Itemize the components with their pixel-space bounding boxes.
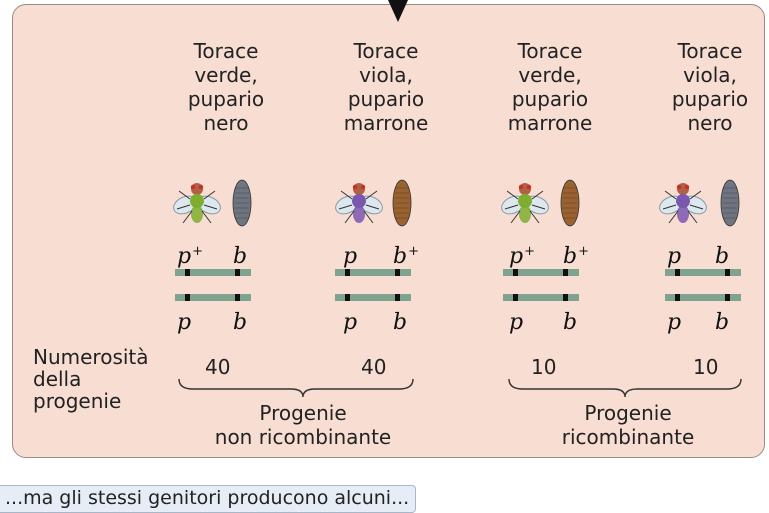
allele-b-top: b: [233, 241, 248, 268]
allele-b-bottom: b: [233, 312, 247, 334]
allele-b-top: b+: [393, 241, 419, 268]
phenotype-column-3: Torace verde, pupario marrone: [485, 39, 615, 135]
pupa-icon: [231, 178, 253, 228]
gene-locus-mark: [185, 294, 190, 301]
allele-p-bottom: p: [509, 312, 523, 334]
gene-locus-mark: [563, 269, 568, 276]
pupa-icon: [719, 178, 741, 228]
allele-superscript: +: [578, 244, 589, 259]
phenotype-column-2: Torace viola, pupario marrone: [321, 39, 451, 135]
progeny-count: 10: [693, 355, 718, 379]
allele-p-bottom: p: [177, 312, 191, 334]
phenotype-label: Torace verde, pupario nero: [161, 39, 291, 135]
phenotype-column-1: Torace verde, pupario nero: [161, 39, 291, 135]
gene-locus-mark: [725, 269, 730, 276]
allele-p-bottom: p: [343, 312, 357, 334]
down-arrow-icon: [0, 0, 769, 30]
phenotype-label: Torace viola, pupario marrone: [321, 39, 451, 135]
allele-superscript: +: [192, 244, 203, 259]
allele-symbol: p: [177, 244, 191, 269]
gene-locus-mark: [675, 294, 680, 301]
allele-symbol: p: [343, 244, 357, 269]
pupa-icon: [559, 178, 581, 228]
chromosome-bottom: [175, 294, 251, 301]
allele-symbol: b: [233, 244, 247, 269]
pupa-icon: [391, 178, 413, 228]
fruit-fly-icon: [497, 175, 553, 231]
gene-locus-mark: [345, 269, 350, 276]
gene-locus-mark: [395, 294, 400, 301]
allele-superscript: +: [408, 244, 419, 259]
gene-locus-mark: [345, 294, 350, 301]
allele-p-top: p+: [177, 241, 203, 268]
allele-p-top: p: [667, 241, 682, 268]
phenotype-label: Torace verde, pupario marrone: [485, 39, 615, 135]
allele-symbol: p: [667, 244, 681, 269]
allele-symbol: b: [715, 244, 729, 269]
gene-locus-mark: [563, 294, 568, 301]
allele-symbol: b: [393, 244, 407, 269]
allele-b-bottom: b: [715, 312, 729, 334]
allele-symbol: p: [509, 244, 523, 269]
allele-p-top: p+: [509, 241, 535, 268]
gene-locus-mark: [513, 269, 518, 276]
gene-locus-mark: [395, 269, 400, 276]
phenotype-column-4: Torace viola, pupario nero: [645, 39, 769, 135]
allele-b-bottom: b: [563, 312, 577, 334]
progeny-count: 40: [361, 355, 386, 379]
chromosome-bottom: [503, 294, 579, 301]
gene-locus-mark: [513, 294, 518, 301]
brace-recombinant: [509, 379, 741, 397]
chromosome-top: [335, 269, 411, 276]
progeny-count: 40: [205, 355, 230, 379]
allele-p-top: p: [343, 241, 358, 268]
allele-superscript: +: [524, 244, 535, 259]
chromosome-bottom: [665, 294, 741, 301]
allele-p-bottom: p: [667, 312, 681, 334]
brace-non-recombinant: [179, 379, 413, 397]
chromosome-top: [175, 269, 251, 276]
chromosome-top: [503, 269, 579, 276]
fruit-fly-icon: [655, 175, 711, 231]
gene-locus-mark: [675, 269, 680, 276]
gene-locus-mark: [235, 269, 240, 276]
caption-box: ...ma gli stessi genitori producono alcu…: [0, 485, 416, 513]
gene-locus-mark: [235, 294, 240, 301]
row-label: Numerosità della progenie: [33, 346, 149, 412]
chromosome-bottom: [335, 294, 411, 301]
group-label-recombinant: Progenie ricombinante: [513, 401, 743, 449]
progeny-count: 10: [531, 355, 556, 379]
allele-symbol: b: [563, 244, 577, 269]
fruit-fly-icon: [331, 175, 387, 231]
phenotype-label: Torace viola, pupario nero: [645, 39, 769, 135]
allele-b-top: b+: [563, 241, 589, 268]
gene-locus-mark: [725, 294, 730, 301]
gene-locus-mark: [185, 269, 190, 276]
allele-b-top: b: [715, 241, 730, 268]
fruit-fly-icon: [169, 175, 225, 231]
allele-b-bottom: b: [393, 312, 407, 334]
group-label-non-recombinant: Progenie non ricombinante: [183, 401, 423, 449]
chromosome-top: [665, 269, 741, 276]
diagram-panel: Numerosità della progenie Torace verde, …: [12, 4, 765, 458]
